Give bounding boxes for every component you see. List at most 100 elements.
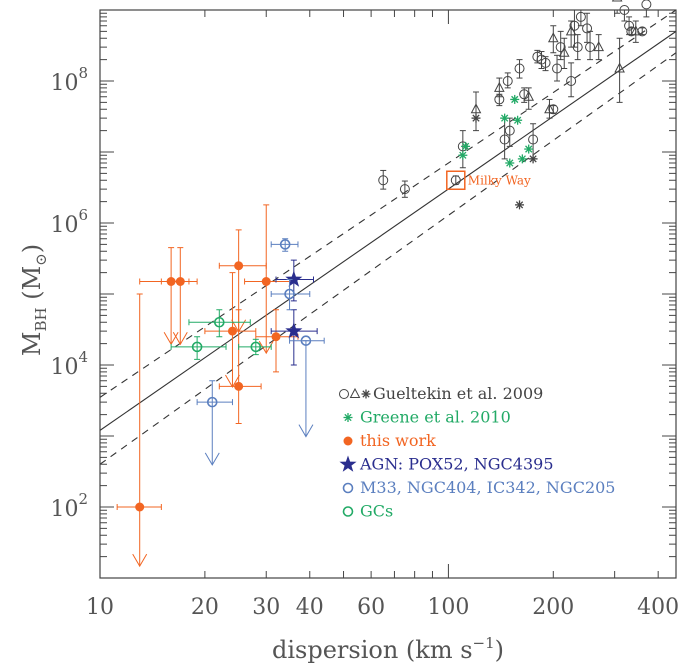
marker-circle xyxy=(637,26,648,37)
marker-triangle xyxy=(523,90,535,101)
data-point xyxy=(515,200,525,210)
legend-marker-asterisk xyxy=(343,413,353,422)
marker-open-circle xyxy=(284,288,295,300)
legend-marker-triangle xyxy=(349,387,361,398)
x-axis-title: dispersion (km s−1) xyxy=(272,634,504,664)
marker-filled-circle xyxy=(261,276,271,286)
marker-circle xyxy=(582,23,593,34)
marker-triangle xyxy=(558,46,570,57)
x-tick-label: 400 xyxy=(637,595,679,620)
legend-marker-open-circle xyxy=(342,506,354,517)
data-point xyxy=(399,180,410,198)
marker-circle xyxy=(624,20,635,31)
data-point xyxy=(517,154,527,164)
data-point xyxy=(218,309,262,424)
marker-asterisk xyxy=(524,144,534,154)
data-point xyxy=(505,158,515,168)
marker-asterisk xyxy=(513,115,523,125)
marker-asterisk xyxy=(458,150,468,160)
data-point xyxy=(540,56,551,72)
marker-circle xyxy=(548,104,559,115)
axis-ticks xyxy=(99,9,676,579)
legend-item-gueltekin: Gueltekin et al. 2009 xyxy=(339,384,543,403)
data-point xyxy=(270,238,299,252)
marker-open-circle xyxy=(206,396,218,408)
data-point xyxy=(270,279,311,311)
marker-filled-circle xyxy=(234,381,244,391)
y-tick-label: 102 xyxy=(50,490,88,522)
data-point xyxy=(378,169,389,190)
marker-star xyxy=(285,322,303,339)
fit-line-upper xyxy=(99,9,677,398)
legend-marker-circle xyxy=(339,389,349,399)
marker-triangle xyxy=(544,103,555,114)
marker-circle xyxy=(575,11,586,22)
legend-item-this_work: this work xyxy=(343,431,436,450)
data-point xyxy=(630,20,642,43)
data-point xyxy=(500,113,510,123)
series-gueltekin_stars xyxy=(471,113,538,210)
marker-asterisk xyxy=(471,113,481,123)
data-point xyxy=(510,94,520,104)
x-tick-label: 100 xyxy=(427,595,469,620)
data-point xyxy=(523,87,535,110)
marker-open-circle xyxy=(250,341,262,353)
plot-frame xyxy=(99,9,677,579)
marker-open-circle xyxy=(191,341,203,353)
data-point xyxy=(547,25,559,54)
data-point xyxy=(204,272,257,388)
data-point xyxy=(513,115,523,125)
data-point xyxy=(238,338,272,356)
legend-label: this work xyxy=(360,431,436,450)
marker-circle xyxy=(528,134,539,145)
marker-filled-circle xyxy=(135,502,145,512)
marker-circle xyxy=(502,76,513,86)
marker-asterisk xyxy=(505,158,515,168)
legend-item-nearby: M33, NGC404, IC342, NGC205 xyxy=(342,478,615,497)
marker-triangle xyxy=(614,62,625,73)
series-greene xyxy=(458,94,534,168)
data-points xyxy=(116,0,660,568)
data-point xyxy=(582,12,593,43)
data-point xyxy=(593,34,605,61)
marker-circle xyxy=(378,175,389,186)
data-point xyxy=(558,37,570,69)
data-point xyxy=(470,91,482,132)
data-point xyxy=(450,175,461,186)
data-point xyxy=(502,72,513,89)
marker-circle xyxy=(450,175,461,186)
marker-asterisk xyxy=(515,200,525,210)
x-tick-label: 40 xyxy=(296,595,324,620)
legend-label: AGN: POX52, NGC4395 xyxy=(359,455,554,474)
series-this_work xyxy=(116,204,299,568)
data-point xyxy=(471,113,481,123)
data-point xyxy=(160,247,198,346)
y-tick-label: 108 xyxy=(50,64,88,96)
series-gueltekin_triangles xyxy=(470,0,654,132)
fit-line-lower xyxy=(99,52,677,465)
marker-triangle xyxy=(547,32,559,43)
marker-open-circle xyxy=(300,335,312,346)
series-agn xyxy=(270,259,318,366)
data-point xyxy=(528,154,538,164)
data-point xyxy=(461,141,471,151)
marker-open-circle xyxy=(214,316,225,328)
marker-circle xyxy=(504,125,515,136)
legend-label: M33, NGC404, IC342, NGC205 xyxy=(360,478,615,497)
marker-asterisk xyxy=(528,154,538,164)
marker-filled-circle xyxy=(234,261,244,271)
data-point xyxy=(255,309,299,373)
marker-asterisk xyxy=(500,113,510,123)
data-point xyxy=(493,77,505,98)
legend-label: Greene et al. 2010 xyxy=(360,408,511,427)
legend-marker-open-circle xyxy=(342,482,354,494)
x-tick-label: 30 xyxy=(252,595,280,620)
data-point xyxy=(585,30,596,61)
marker-asterisk xyxy=(517,154,527,164)
data-point xyxy=(270,309,318,366)
data-point xyxy=(544,98,555,119)
series-gcs xyxy=(170,309,272,360)
marker-filled-circle xyxy=(175,276,185,286)
